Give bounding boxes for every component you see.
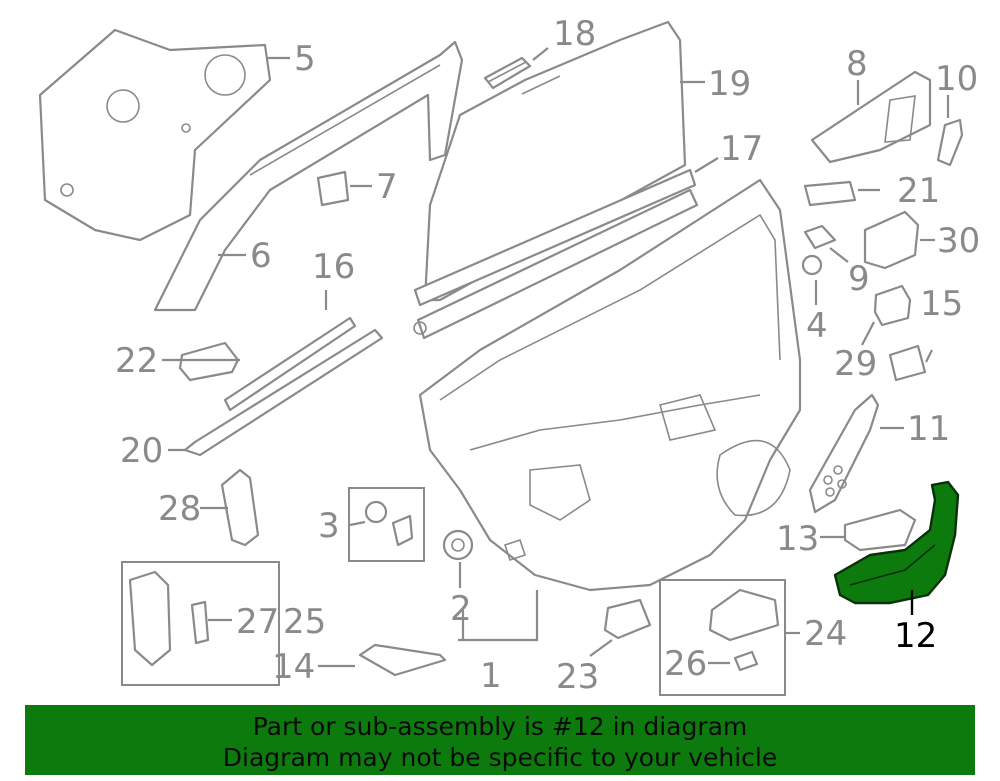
label-15: 15: [920, 284, 963, 324]
part-11-shape[interactable]: [808, 393, 880, 514]
part-23-shape[interactable]: [603, 598, 652, 640]
part-14-shape[interactable]: [358, 643, 447, 677]
label-25: 25: [283, 602, 326, 642]
callouts: 1 2 3 4 5 6 7 8 9 10 11 12 13 14 15 16 1…: [115, 14, 980, 697]
label-17: 17: [720, 129, 763, 169]
part-7-shape[interactable]: [316, 170, 350, 207]
part-21-shape[interactable]: [803, 180, 857, 207]
part-25-shape[interactable]: [128, 570, 210, 667]
part-13-shape[interactable]: [843, 508, 917, 552]
banner-line-1: Part or sub-assembly is #12 in diagram: [252, 712, 748, 741]
label-6: 6: [250, 236, 272, 276]
label-19: 19: [708, 64, 751, 104]
label-30: 30: [937, 221, 980, 261]
label-28: 28: [158, 489, 201, 529]
label-24: 24: [804, 614, 847, 654]
label-26: 26: [664, 644, 707, 684]
part-10-shape[interactable]: [936, 118, 964, 167]
part-24-box: [659, 579, 786, 696]
label-18: 18: [553, 14, 596, 54]
label-2: 2: [450, 589, 472, 629]
part-16-shape[interactable]: [183, 316, 384, 457]
leader-lines: [162, 47, 950, 668]
part-1-shape[interactable]: [418, 178, 802, 592]
label-7: 7: [376, 167, 398, 207]
label-9: 9: [848, 259, 870, 299]
label-8: 8: [846, 44, 868, 84]
part-22-shape[interactable]: [178, 341, 240, 382]
part-2-shape[interactable]: [442, 529, 474, 561]
part-3-box: [348, 487, 425, 562]
part-24-shape[interactable]: [708, 588, 780, 672]
label-29: 29: [834, 344, 877, 384]
label-20: 20: [120, 431, 163, 471]
label-10: 10: [935, 59, 978, 99]
part-5-shape[interactable]: [38, 28, 272, 242]
label-14: 14: [272, 647, 315, 687]
part-30-shape[interactable]: [863, 210, 920, 270]
part-25-box: [121, 561, 280, 686]
part-18-shape[interactable]: [483, 56, 532, 90]
label-22: 22: [115, 341, 158, 381]
label-23: 23: [556, 657, 599, 697]
label-27: 27: [236, 602, 279, 642]
part-3-shape[interactable]: [364, 500, 414, 547]
part-15-shape[interactable]: [888, 344, 927, 382]
part-17-shape[interactable]: [413, 168, 699, 340]
label-1: 1: [480, 656, 502, 696]
part-4-shape[interactable]: [801, 254, 823, 276]
label-16: 16: [312, 247, 355, 287]
info-banner: Part or sub-assembly is #12 in diagram D…: [25, 705, 975, 775]
label-13: 13: [776, 519, 819, 559]
part-6-shape[interactable]: [153, 40, 464, 312]
label-4: 4: [806, 306, 828, 346]
label-3: 3: [318, 506, 340, 546]
label-5: 5: [294, 39, 316, 79]
part-9-shape[interactable]: [803, 224, 837, 250]
part-12-shape[interactable]: [833, 480, 960, 605]
label-12: 12: [894, 616, 937, 656]
label-21: 21: [897, 171, 940, 211]
part-29-shape[interactable]: [873, 284, 912, 327]
label-11: 11: [907, 409, 950, 449]
part-8-shape[interactable]: [810, 70, 932, 164]
banner-line-2: Diagram may not be specific to your vehi…: [222, 743, 778, 772]
part-28-shape[interactable]: [220, 468, 260, 547]
parts-diagram: 1 2 3 4 5 6 7 8 9 10 11 12 13 14 15 16 1…: [38, 14, 980, 697]
